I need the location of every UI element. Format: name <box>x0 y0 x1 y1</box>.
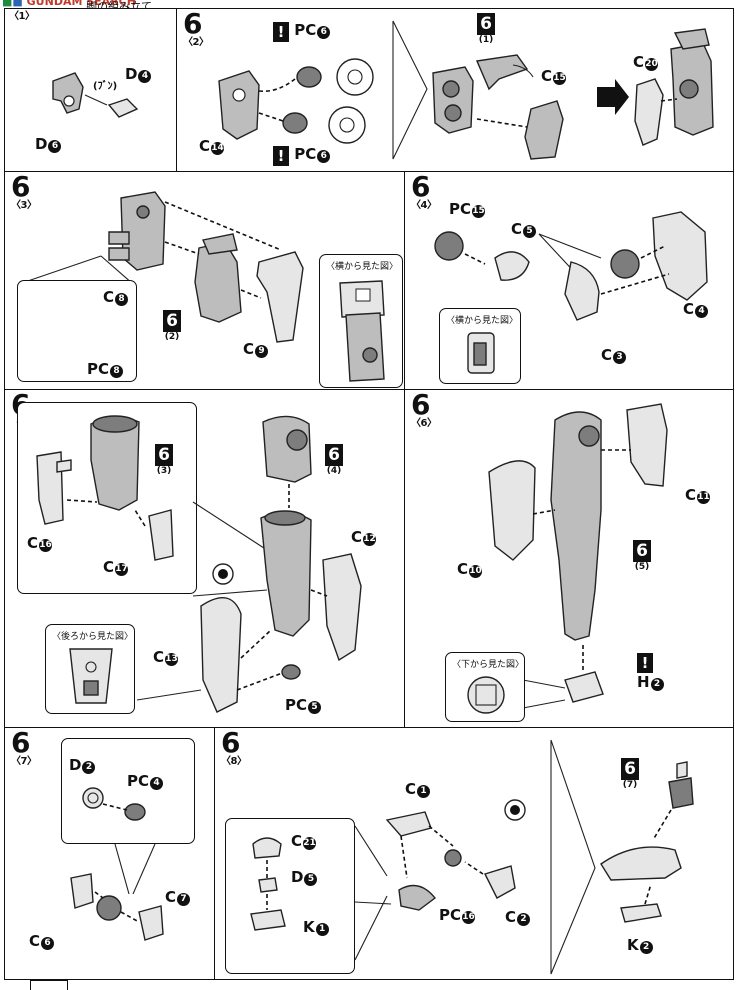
step-number: 6 〈7〉 <box>11 726 37 768</box>
bottom-view-diagram <box>467 676 505 714</box>
back-view-caption: 〈後ろから見た図〉 <box>52 632 134 642</box>
part-label-pc15: PC15 <box>449 200 486 218</box>
click-annotation: (ﾌﾞﾝ) <box>93 81 118 92</box>
bottom-view-caption: 〈下から見た図〉 <box>452 660 525 670</box>
back-view-inset: 〈後ろから見た図〉 <box>45 624 135 714</box>
detail-inset <box>61 738 195 844</box>
step-number: 6 〈2〉 <box>183 7 209 49</box>
step-ref-6-1: 6(1) <box>477 13 495 45</box>
side-view-inset: 〈横から見た図〉 <box>439 308 521 384</box>
watermark: ■■ GUNDAM SEARCH <box>2 0 136 8</box>
part-diagram <box>488 403 668 709</box>
part-label-c10: C10 <box>457 560 483 578</box>
part-diagram <box>250 739 694 975</box>
part-label-c21: C21 <box>291 832 317 850</box>
part-diagram <box>52 72 139 118</box>
step-ref-6-2: 6(2) <box>163 310 181 342</box>
step-ref-6-7: 6(7) <box>621 758 639 790</box>
part-label-pc16: PC16 <box>439 906 476 924</box>
bottom-view-inset: 〈下から見た図〉 <box>445 652 525 722</box>
side-view-diagram <box>467 332 495 374</box>
step-6-5-panel: 6 〈5〉 6(3) <box>4 389 406 729</box>
page-footer-box <box>30 980 68 990</box>
part-diagram <box>434 211 708 321</box>
step-number: 6 〈3〉 <box>11 170 37 212</box>
side-view-caption: 〈横から見た図〉 <box>446 316 519 326</box>
part-label-c15: C15 <box>541 67 567 85</box>
step-ref-6-5: 6(5) <box>633 540 651 572</box>
step-number: 6 〈8〉 <box>221 726 247 768</box>
side-view-diagram <box>339 280 385 382</box>
part-label-c16: C16 <box>27 534 53 552</box>
part-label-c17: C17 <box>103 558 129 576</box>
part-label-c20: C20 <box>633 53 659 71</box>
step-ref-6-3: 6(3) <box>155 444 173 476</box>
back-view-diagram <box>69 648 113 704</box>
page-header: ■■ GUNDAM SEARCH 脚の組み立て <box>0 0 738 13</box>
step-number: 6 〈6〉 <box>411 388 437 430</box>
part-diagram <box>70 787 164 941</box>
part-label-c14: C14 <box>199 137 225 155</box>
side-view-caption: 〈横から見た図〉 <box>326 262 399 272</box>
detail-inset <box>225 818 355 974</box>
part-diagram <box>36 415 362 713</box>
side-view-inset: 〈横から見た図〉 <box>319 254 403 388</box>
step-ref-6-4: 6(4) <box>325 444 343 476</box>
part-label-c11: C11 <box>685 486 711 504</box>
part-diagram <box>218 20 714 160</box>
part-label-c13: C13 <box>153 648 179 666</box>
part-label-c12: C12 <box>351 528 377 546</box>
step-number: 〈1〉 <box>9 11 35 22</box>
step-number: 6 〈4〉 <box>411 170 437 212</box>
